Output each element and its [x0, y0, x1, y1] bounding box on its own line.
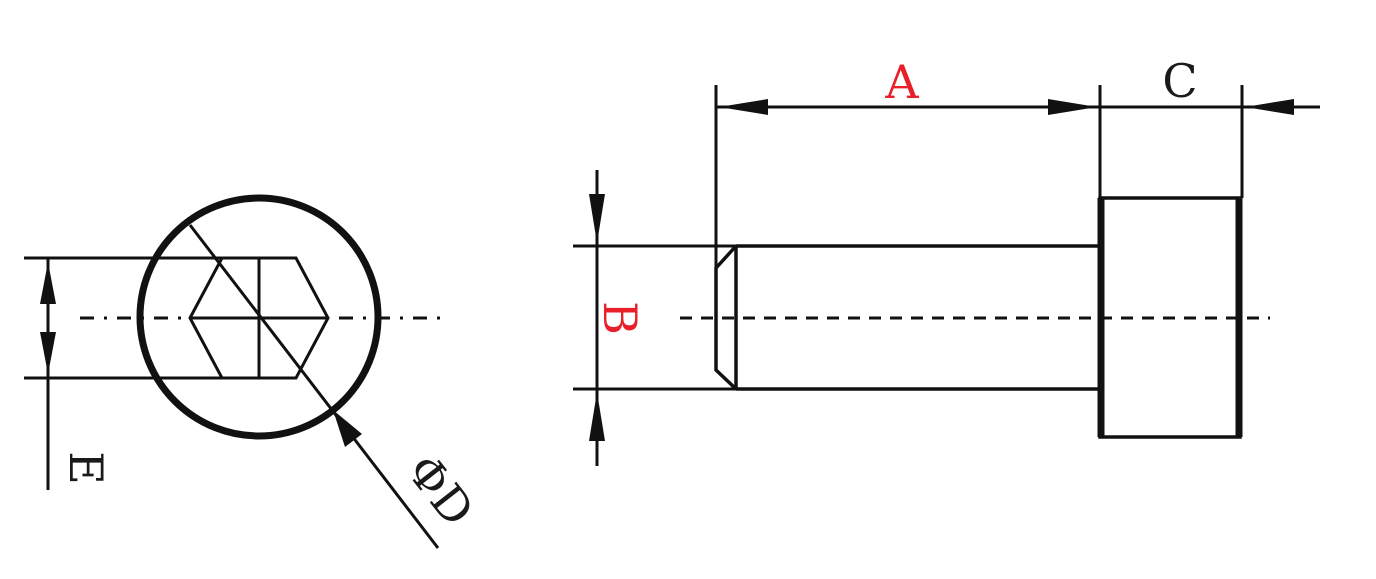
b-arrow-up — [589, 392, 605, 441]
d-arrow — [333, 410, 362, 447]
label-c: C — [1162, 54, 1197, 108]
b-arrow-down — [589, 194, 605, 243]
label-b: B — [593, 301, 647, 335]
label-d: ΦD — [396, 444, 484, 536]
c-arrow — [1245, 99, 1294, 115]
e-arrow-up — [40, 262, 56, 304]
label-a: A — [884, 55, 919, 109]
e-arrow-down — [40, 332, 56, 374]
d-leader-line — [188, 224, 440, 549]
label-e: E — [59, 451, 113, 485]
shank-chamfer — [714, 244, 738, 391]
end-view: E ΦD — [24, 194, 485, 549]
a-arrow-right — [1048, 99, 1097, 115]
side-view: A C B — [573, 54, 1320, 466]
a-arrow-left — [719, 99, 768, 115]
